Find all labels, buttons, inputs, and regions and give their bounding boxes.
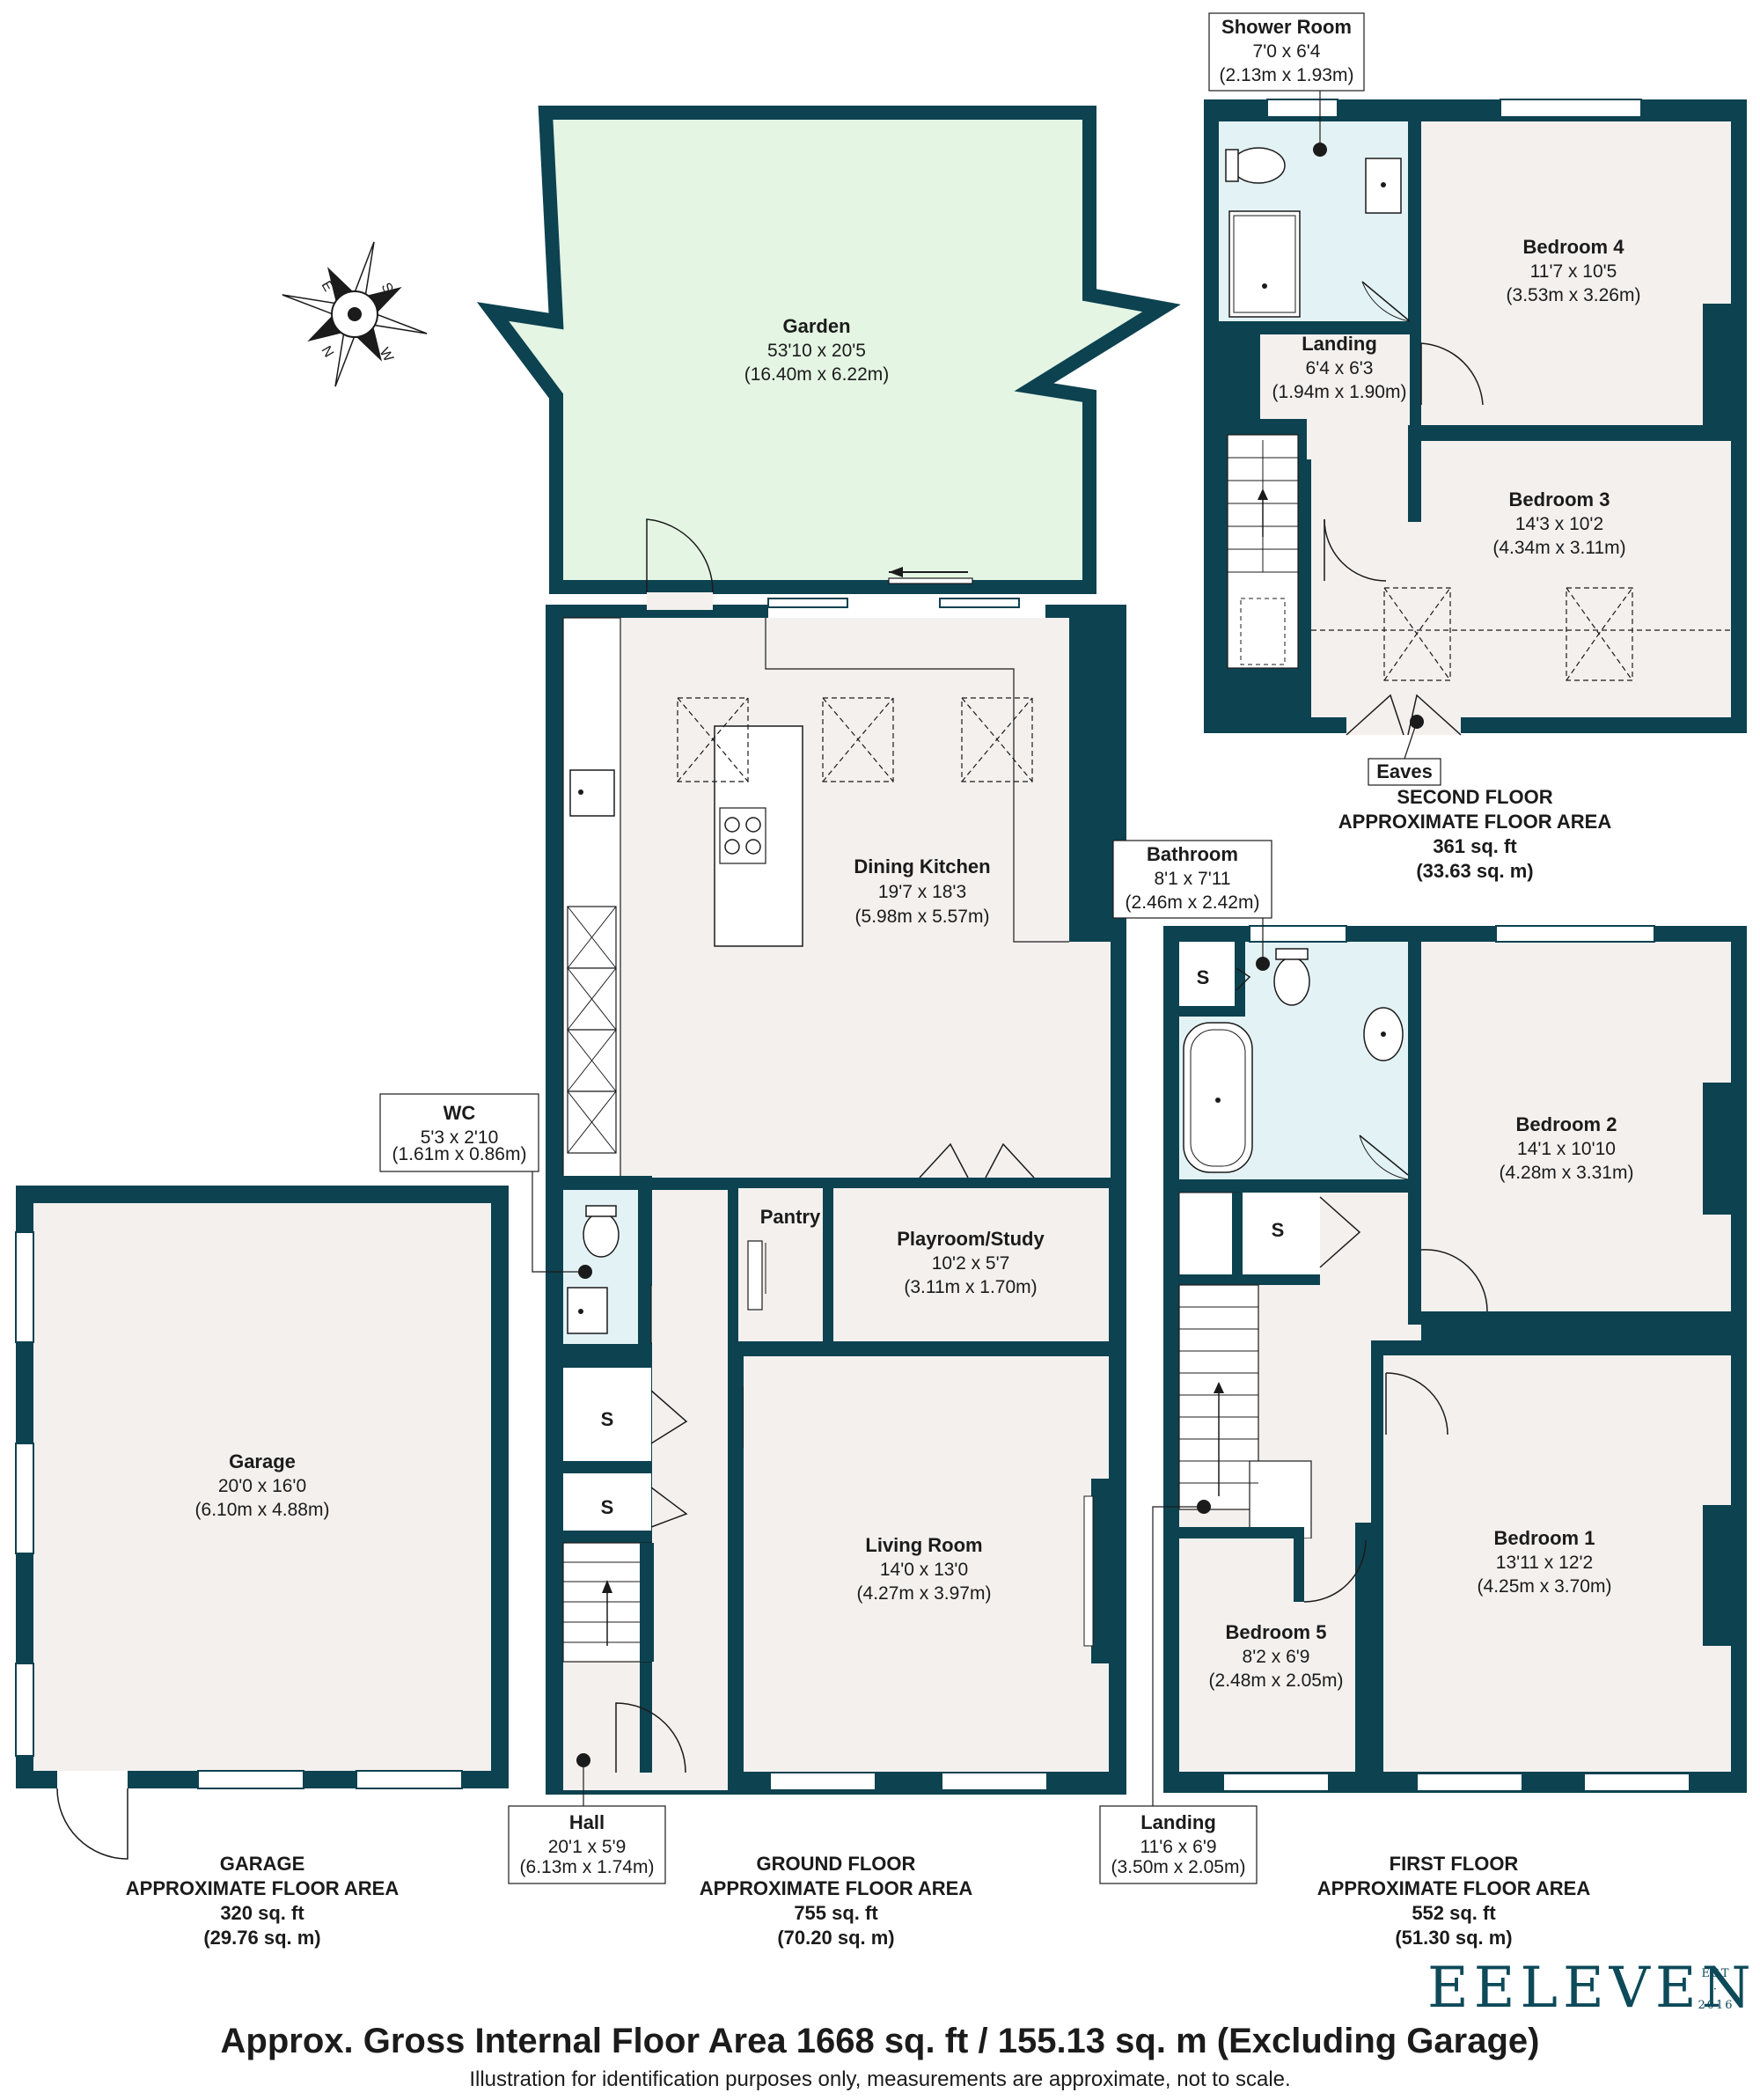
compass-letter-n: N [319, 344, 337, 361]
eaves-name: Eaves [1376, 760, 1433, 782]
playroom-dim-metric: (3.11m x 1.70m) [904, 1277, 1037, 1297]
second-floor-sqft: 361 sq. ft [1433, 835, 1517, 857]
second-floor-title: SECOND FLOOR [1397, 786, 1552, 808]
bedroom2-name: Bedroom 2 [1516, 1113, 1617, 1135]
wc-name: WC [444, 1102, 476, 1124]
bedroom1-dim-metric: (4.25m x 3.70m) [1478, 1576, 1612, 1597]
disclaimer-text: Illustration for identification purposes… [469, 2067, 1290, 2091]
ground-floor-title: GROUND FLOOR [757, 1853, 916, 1875]
compass-icon: S W N E [282, 241, 428, 387]
wc-dim-imperial: 5'3 x 2'10 [421, 1127, 499, 1148]
pantry-name: Pantry [760, 1206, 821, 1228]
callout-boxes [379, 12, 1441, 1884]
storage-label-bathroom: S [1197, 966, 1210, 988]
bedroom1-name: Bedroom 1 [1494, 1527, 1595, 1549]
compass-letter-e: E [319, 279, 336, 295]
living-room-dim-metric: (4.27m x 3.97m) [857, 1583, 992, 1604]
playroom-dim-imperial: 10'2 x 5'7 [932, 1253, 1010, 1274]
hall-dim-imperial: 20'1 x 5'9 [548, 1837, 627, 1857]
ground-floor-subtitle: APPROXIMATE FLOOR AREA [700, 1877, 973, 1899]
storage-label-ground-1: S [601, 1408, 614, 1430]
dining-kitchen-dim-metric: (5.98m x 5.57m) [855, 907, 990, 927]
landing1-dim-imperial: 11'6 x 6'9 [1140, 1837, 1216, 1857]
garage-dim-metric: (6.10m x 4.88m) [195, 1500, 330, 1520]
landing2-dim-metric: (1.94m x 1.90m) [1272, 382, 1407, 402]
garage-floor-subtitle: APPROXIMATE FLOOR AREA [126, 1877, 400, 1899]
playroom-name: Playroom/Study [897, 1228, 1045, 1250]
landing1-name: Landing [1140, 1811, 1216, 1833]
storage-label-ground-2: S [601, 1496, 614, 1518]
dining-kitchen-dim-imperial: 19'7 x 18'3 [878, 882, 966, 902]
bedroom4-dim-metric: (3.53m x 3.26m) [1507, 285, 1641, 305]
ground-floor-plan [476, 106, 1181, 1795]
second-floor-subtitle: APPROXIMATE FLOOR AREA [1338, 811, 1612, 833]
hall-name: Hall [569, 1811, 605, 1833]
bedroom5-dim-imperial: 8'2 x 6'9 [1243, 1647, 1310, 1667]
landing2-name: Landing [1302, 333, 1377, 355]
bedroom5-name: Bedroom 5 [1226, 1621, 1327, 1643]
shower-room-dim-metric: (2.13m x 1.93m) [1220, 65, 1354, 85]
gross-area-text: Approx. Gross Internal Floor Area 1668 s… [221, 2022, 1540, 2060]
living-room-name: Living Room [865, 1534, 982, 1556]
bedroom3-dim-metric: (4.34m x 3.11m) [1492, 538, 1625, 558]
garage-plan [15, 1186, 509, 1860]
bathroom-dim-metric: (2.46m x 2.42m) [1126, 892, 1260, 913]
brand-name: EELEVEN [1427, 1956, 1756, 2021]
garage-dim-imperial: 20'0 x 16'0 [218, 1476, 306, 1496]
second-floor-sqm: (33.63 sq. m) [1416, 860, 1533, 882]
bedroom4-name: Bedroom 4 [1523, 236, 1625, 258]
shower-room-name: Shower Room [1221, 16, 1352, 38]
garden-dim-metric: (16.40m x 6.22m) [744, 364, 890, 385]
first-floor-sqft: 552 sq. ft [1412, 1902, 1496, 1924]
hall-dim-metric: (6.13m x 1.74m) [520, 1857, 655, 1877]
landing2-dim-imperial: 6'4 x 6'3 [1306, 358, 1374, 378]
bedroom2-dim-imperial: 14'1 x 10'10 [1517, 1139, 1616, 1159]
bedroom3-dim-imperial: 14'3 x 10'2 [1515, 514, 1603, 534]
garage-floor-title: GARAGE [220, 1853, 305, 1875]
garage-floor-sqm: (29.76 sq. m) [203, 1927, 320, 1949]
brand-dot: · [1713, 1983, 1719, 1996]
garage-name: Garage [229, 1450, 296, 1472]
first-floor-plan [1163, 925, 1747, 1793]
bedroom5-dim-metric: (2.48m x 2.05m) [1209, 1670, 1344, 1691]
bedroom4-dim-imperial: 11'7 x 10'5 [1530, 261, 1617, 282]
compass-letter-w: W [377, 346, 397, 365]
brand-year: 2016 [1698, 1999, 1734, 2012]
first-floor-title: FIRST FLOOR [1390, 1853, 1519, 1875]
wc-dim-metric: (1.61m x 0.86m) [392, 1144, 527, 1164]
bedroom2-dim-metric: (4.28m x 3.31m) [1500, 1163, 1634, 1183]
ground-floor-sqft: 755 sq. ft [794, 1902, 878, 1924]
living-room-dim-imperial: 14'0 x 13'0 [880, 1560, 968, 1580]
bathroom-dim-imperial: 8'1 x 7'11 [1154, 869, 1230, 889]
first-floor-subtitle: APPROXIMATE FLOOR AREA [1317, 1877, 1591, 1899]
garden-name: Garden [782, 315, 850, 337]
garden-dim-imperial: 53'10 x 20'5 [767, 341, 866, 361]
bedroom3-name: Bedroom 3 [1509, 488, 1610, 510]
second-floor-plan [1204, 99, 1747, 736]
dining-kitchen-name: Dining Kitchen [854, 855, 990, 877]
storage-label-landing: S [1272, 1219, 1285, 1241]
garage-floor-sqft: 320 sq. ft [220, 1902, 304, 1924]
bathroom-name: Bathroom [1147, 843, 1238, 865]
shower-room-dim-imperial: 7'0 x 6'4 [1253, 41, 1321, 62]
brand-est: EST [1701, 1967, 1730, 1980]
brand-logo: EELEVEN EST · 2016 [1427, 1956, 1756, 2021]
ground-floor-sqm: (70.20 sq. m) [777, 1927, 894, 1949]
bedroom1-dim-imperial: 13'11 x 12'2 [1496, 1553, 1593, 1573]
first-floor-sqm: (51.30 sq. m) [1395, 1927, 1512, 1949]
landing1-dim-metric: (3.50m x 2.05m) [1111, 1857, 1246, 1877]
